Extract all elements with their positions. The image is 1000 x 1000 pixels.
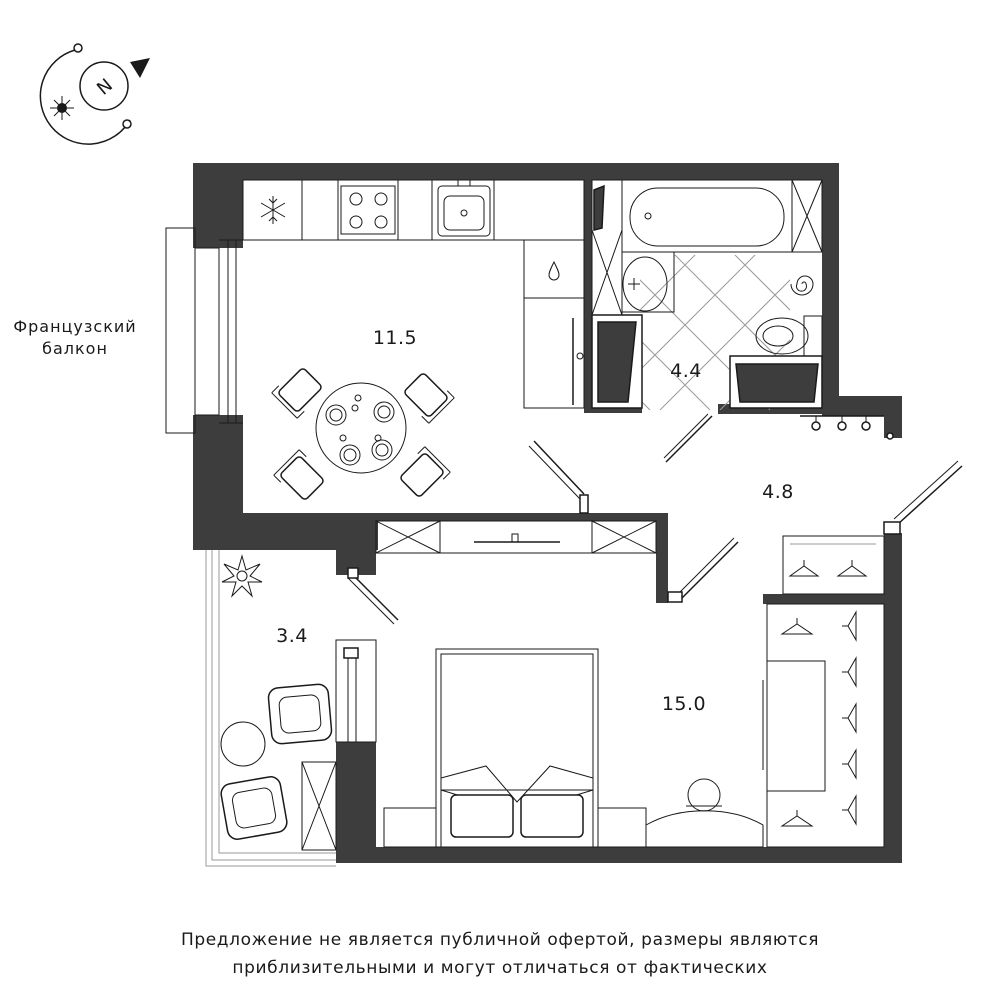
kitchen-area-label: 11.5	[373, 327, 417, 349]
bathroom-area-label: 4.4	[670, 360, 702, 382]
bathtub-icon	[621, 179, 793, 253]
bathroom	[591, 179, 823, 463]
kitchen-sink-icon	[437, 179, 491, 237]
chair-icon	[271, 368, 322, 419]
compass-letter: N	[93, 75, 117, 100]
sun-icon	[50, 96, 74, 120]
compass-icon: N	[39, 43, 150, 145]
armchair-icon	[220, 776, 288, 840]
bedroom-door	[667, 537, 739, 603]
side-table	[220, 721, 266, 767]
hallway-wardrobe	[782, 535, 885, 595]
chair-icon	[404, 373, 455, 424]
french-balcony-line1: Французский	[13, 317, 137, 336]
stove-icon	[340, 185, 396, 235]
chair-icon	[400, 446, 451, 497]
loggia	[205, 550, 377, 867]
kitchen-door	[528, 440, 589, 514]
disclaimer-line2: приблизительными и могут отличаться от ф…	[232, 958, 768, 978]
loggia-door	[347, 567, 399, 625]
hanger-icon	[842, 794, 857, 826]
bedroom-wardrobe	[762, 603, 885, 848]
french-balcony-window	[165, 227, 243, 434]
french-balcony-label: Французский балкон	[10, 316, 140, 360]
hanger-icon	[780, 618, 814, 635]
desk-icon	[645, 778, 764, 848]
drain-swirl-icon	[790, 275, 814, 296]
hallway-coat-hooks	[800, 415, 894, 440]
hallway-area-label: 4.8	[762, 481, 794, 503]
bed-icon	[435, 648, 599, 848]
bedroom	[383, 603, 885, 848]
toilet-icon	[755, 315, 823, 357]
armchair-icon	[267, 683, 333, 745]
hanger-icon	[842, 656, 857, 688]
dining-table	[315, 382, 407, 474]
french-balcony-line2: балкон	[42, 339, 108, 358]
hanger-icon	[836, 560, 868, 577]
hanger-icon	[788, 560, 820, 577]
fridge-icon	[260, 196, 286, 224]
chair-icon	[273, 449, 324, 500]
washbasin-icon	[621, 251, 675, 313]
hanger-icon	[842, 610, 857, 642]
water-drop-icon	[548, 260, 560, 281]
entrance-door	[883, 460, 963, 535]
hanger-icon	[780, 810, 814, 827]
disclaimer-line1: Предложение не является публичной оферто…	[180, 930, 820, 950]
kitchen	[242, 179, 589, 514]
shelving-unit	[375, 520, 657, 554]
hanger-icon	[842, 748, 857, 780]
plant-icon	[221, 554, 263, 598]
bedroom-area-label: 15.0	[662, 693, 706, 715]
loggia-area-label: 3.4	[276, 625, 308, 647]
hanger-icon	[842, 702, 857, 734]
walls	[193, 163, 902, 863]
